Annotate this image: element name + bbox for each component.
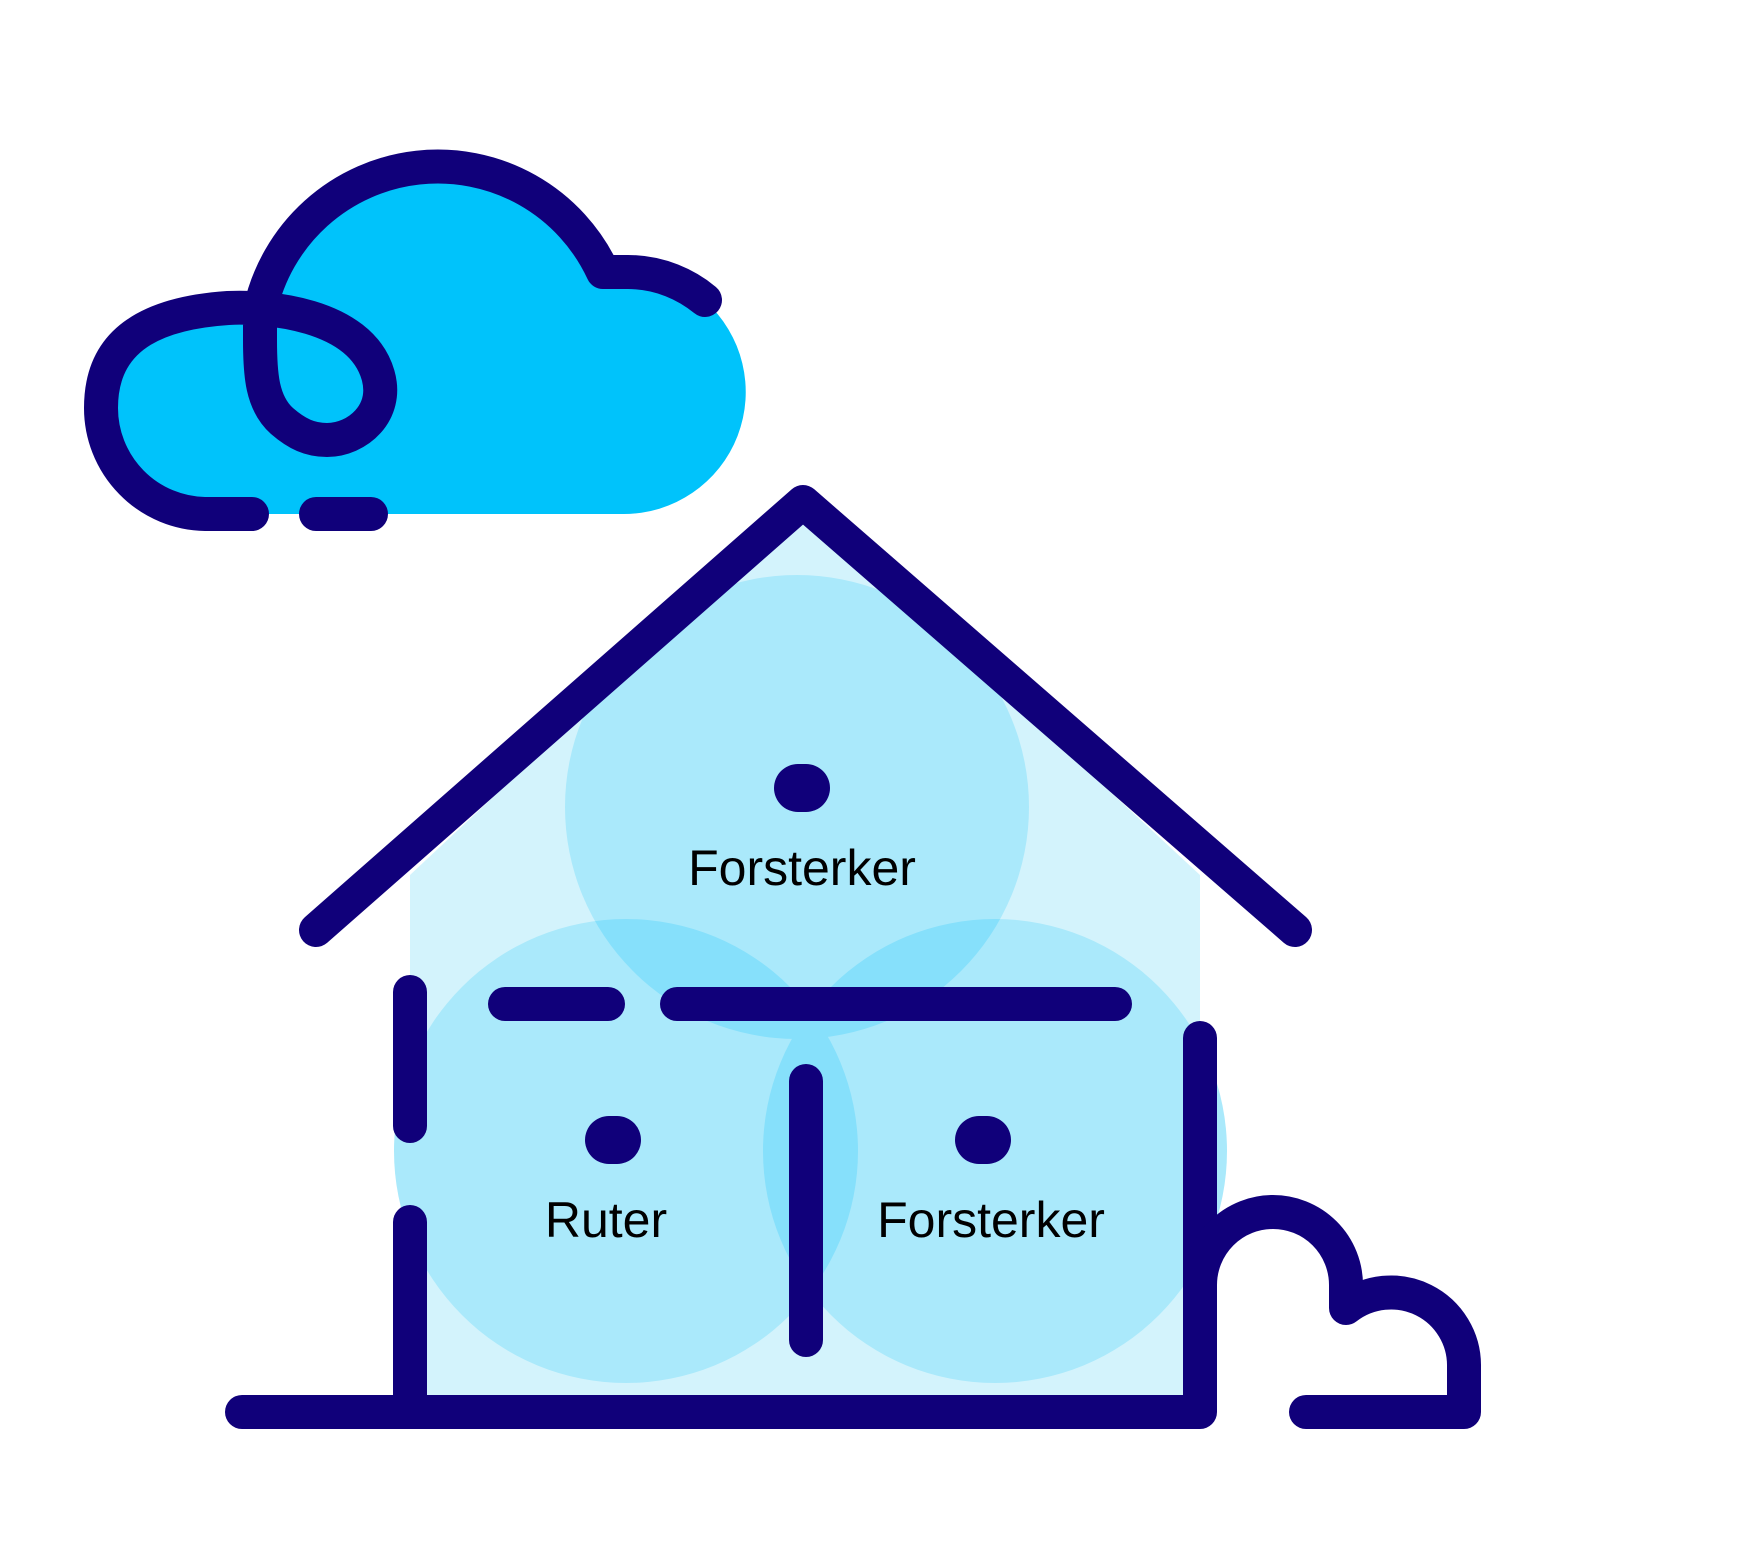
device-label-right: Forsterker	[877, 1192, 1105, 1248]
device-dot-icon	[774, 764, 830, 812]
bush-icon	[1183, 1195, 1481, 1429]
device-label-router: Ruter	[545, 1192, 667, 1248]
cloud-outline	[84, 149, 722, 531]
ground-line	[225, 1021, 1217, 1429]
device-dot-icon	[955, 1116, 1011, 1164]
device-label-attic: Forsterker	[688, 840, 916, 896]
cloud-fill	[101, 160, 746, 515]
cloud-icon	[84, 149, 746, 531]
device-markers	[585, 764, 1011, 1164]
house-roof	[299, 485, 1312, 947]
device-dot-icon	[585, 1116, 641, 1164]
